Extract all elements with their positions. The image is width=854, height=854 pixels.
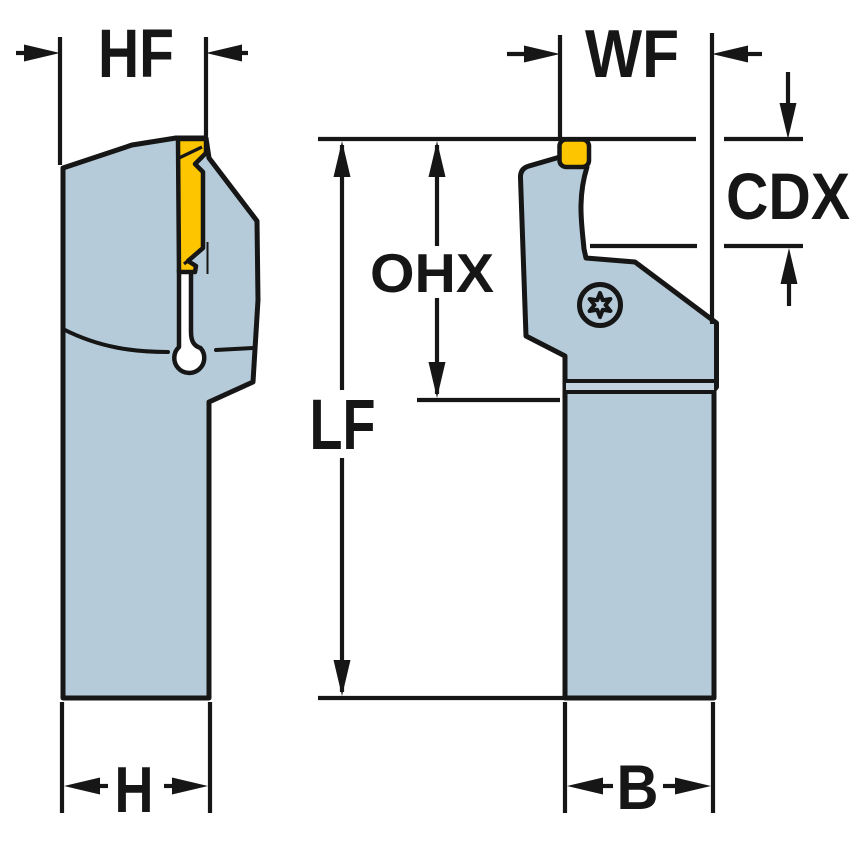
ohx-arrowhead-bottom bbox=[428, 362, 446, 398]
cdx-arrowhead-bottom bbox=[780, 248, 798, 284]
dimension-hf: HF bbox=[16, 15, 248, 165]
side-view-contour-line-left bbox=[61, 327, 170, 354]
lf-arrowhead-top bbox=[333, 141, 351, 177]
h-arrowhead-left bbox=[64, 777, 100, 795]
insert-lower-edge-line bbox=[183, 250, 200, 266]
hf-arrowhead-left bbox=[24, 44, 60, 62]
b-label: B bbox=[617, 753, 659, 823]
hf-label: HF bbox=[98, 15, 174, 92]
side-view-contour-line-right bbox=[214, 346, 255, 352]
dimension-h: H bbox=[59, 702, 213, 826]
h-label: H bbox=[115, 753, 154, 826]
reference-lines bbox=[318, 136, 803, 701]
ohx-label: OHX bbox=[370, 242, 494, 304]
insert-upper-edge-line bbox=[178, 145, 203, 160]
front-view-neck-band bbox=[566, 381, 714, 392]
h-arrowhead-right bbox=[172, 777, 208, 795]
front-view-body bbox=[517, 154, 719, 701]
front-view bbox=[517, 137, 719, 701]
wf-label: WF bbox=[585, 16, 679, 92]
insert-side-view bbox=[175, 136, 209, 275]
dimension-ohx: OHX bbox=[370, 141, 494, 398]
torx-screw-icon bbox=[577, 282, 623, 328]
lf-label: LF bbox=[310, 386, 376, 465]
dimension-wf: WF bbox=[507, 16, 762, 324]
cdx-arrowhead-top bbox=[779, 103, 797, 139]
ohx-arrowhead-top bbox=[428, 141, 446, 177]
dimension-b: B bbox=[562, 702, 716, 823]
side-view bbox=[60, 135, 261, 701]
wf-arrowhead-right bbox=[712, 45, 748, 63]
cdx-label: CDX bbox=[726, 159, 850, 233]
lf-arrowhead-bottom bbox=[333, 660, 351, 696]
keyhole-slot bbox=[172, 267, 207, 376]
side-view-body bbox=[60, 135, 261, 701]
hf-arrowhead-right bbox=[206, 44, 242, 62]
insert-front-view bbox=[557, 137, 592, 170]
wf-arrowhead-left bbox=[524, 45, 560, 63]
torx-star bbox=[587, 291, 613, 319]
b-arrowhead-right bbox=[675, 777, 711, 795]
dimension-cdx: CDX bbox=[726, 72, 850, 306]
dimension-lf: LF bbox=[310, 141, 376, 696]
b-arrowhead-left bbox=[567, 777, 603, 795]
